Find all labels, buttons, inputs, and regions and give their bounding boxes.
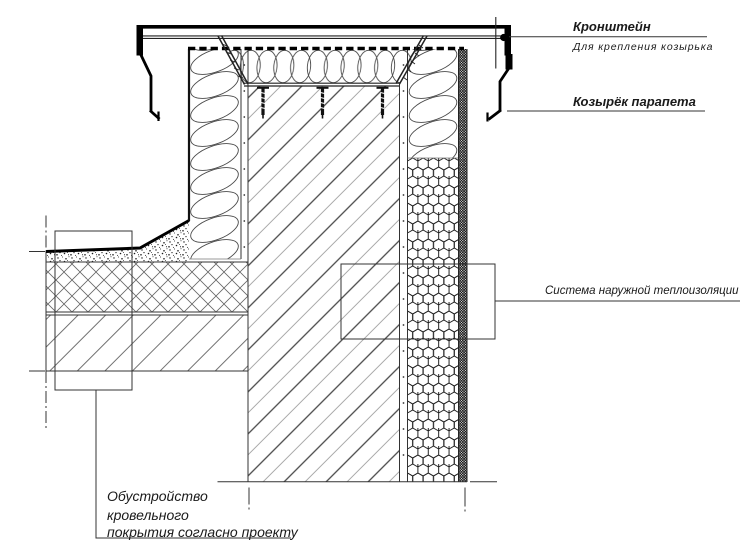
svg-text:Обустройство: Обустройство	[107, 488, 208, 504]
svg-text:Козырёк парапета: Козырёк парапета	[573, 94, 696, 109]
svg-text:кровельного: кровельного	[107, 507, 189, 523]
svg-text:покрытия согласно проекту: покрытия согласно проекту	[107, 524, 299, 540]
svg-text:Система наружной теплоизоляции: Система наружной теплоизоляции	[545, 285, 739, 297]
svg-text:Для крепления козырька: Для крепления козырька	[572, 41, 713, 53]
svg-text:Кронштейн: Кронштейн	[573, 19, 651, 34]
